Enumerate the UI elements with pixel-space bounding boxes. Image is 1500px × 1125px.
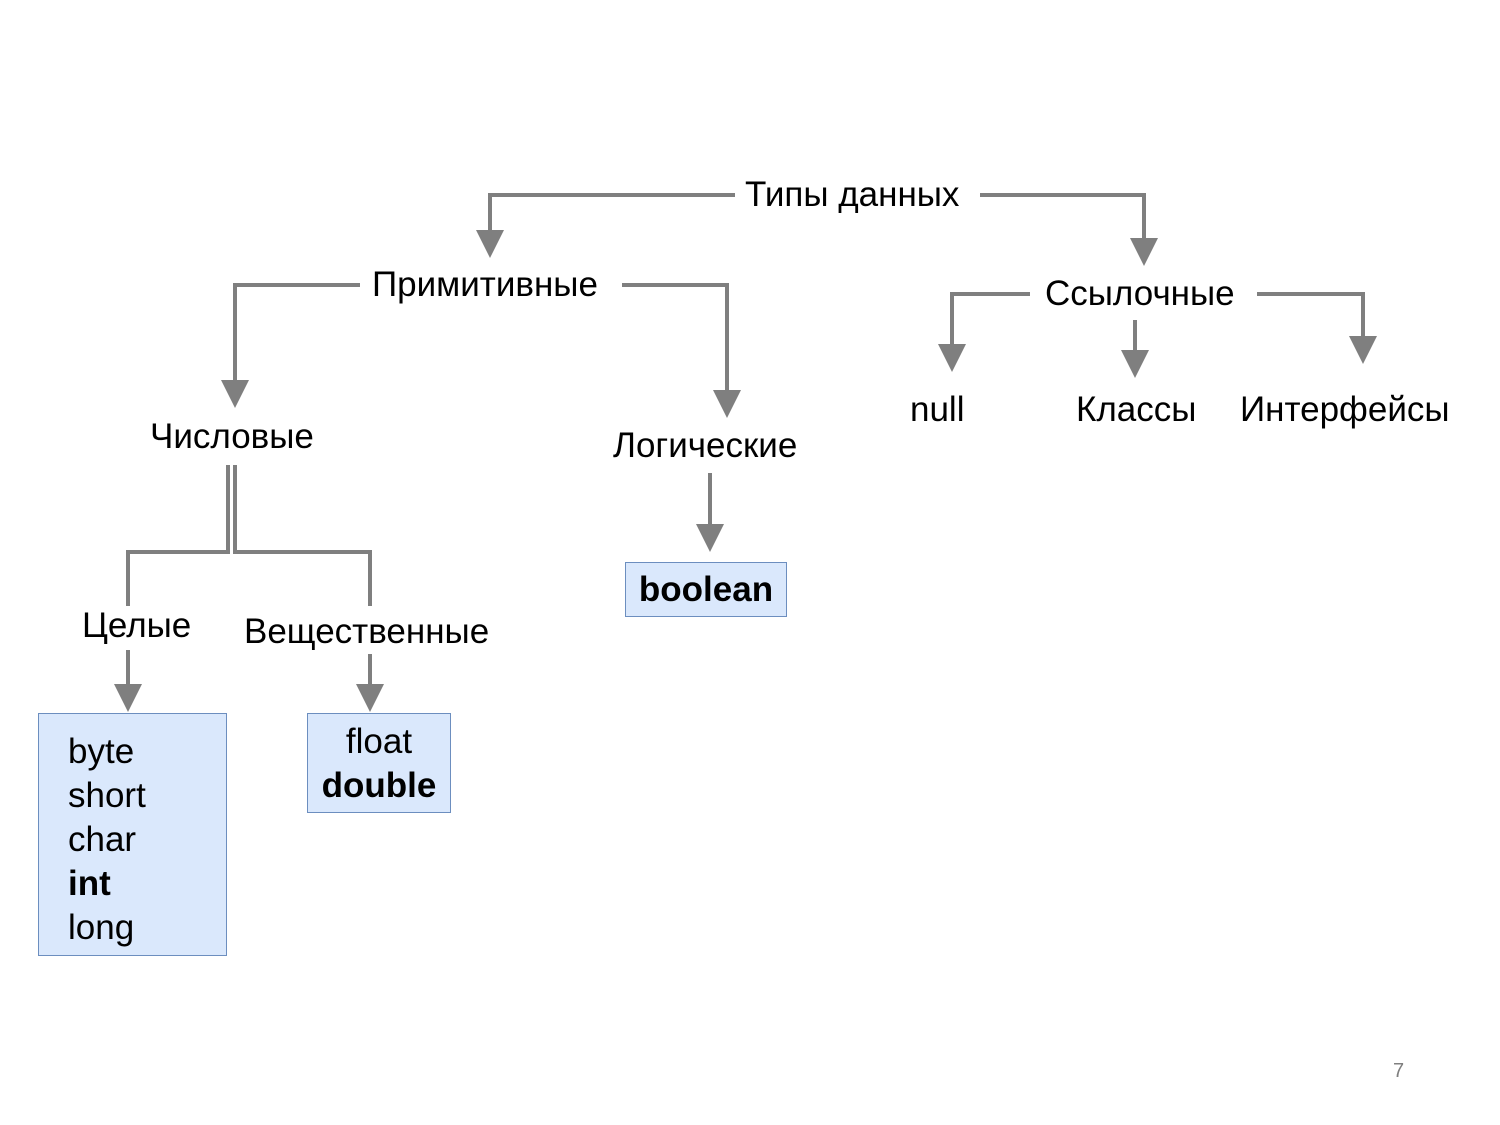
connector-numeric-integer [126,465,230,606]
type-int: int [68,864,111,903]
interfaces-label: Интерфейсы [1240,390,1450,429]
arrowhead [696,524,724,552]
real-label: Вещественные [244,612,490,651]
type-byte: byte [68,732,135,771]
type-long: long [68,908,135,947]
type-char: char [68,820,137,859]
connector-reference-null [950,292,1030,352]
reference-label: Ссылочные [1045,274,1235,313]
primitive-label: Примитивные [372,265,598,304]
connector-primitive-logical [622,283,729,398]
connector-primitive-numeric [233,283,360,388]
type-short: short [68,776,146,815]
real-types-box: float double [307,713,451,813]
connector-root-primitive [488,193,735,238]
arrowhead [476,230,504,258]
arrowhead [1121,350,1149,378]
root-label: Типы данных [745,175,960,214]
connector-numeric-real [233,465,372,606]
logical-label: Логические [613,426,798,465]
type-boolean: boolean [638,570,774,609]
arrowhead [713,390,741,418]
integer-label: Целые [82,606,192,645]
arrowhead [1349,336,1377,364]
logical-types-box: boolean [625,562,787,617]
arrowhead [356,684,384,712]
type-double: double [321,766,437,805]
type-float: float [345,722,413,761]
integer-types-box: byte short char int long [38,713,227,956]
arrowhead [1130,238,1158,266]
arrowhead [114,684,142,712]
null-label: null [910,390,965,429]
connector-root-reference [980,193,1146,246]
arrowhead [221,380,249,408]
page-number: 7 [1393,1060,1405,1082]
arrowhead [938,344,966,372]
connector-reference-interfaces [1257,292,1365,344]
numeric-label: Числовые [150,417,314,456]
classes-label: Классы [1076,390,1197,429]
